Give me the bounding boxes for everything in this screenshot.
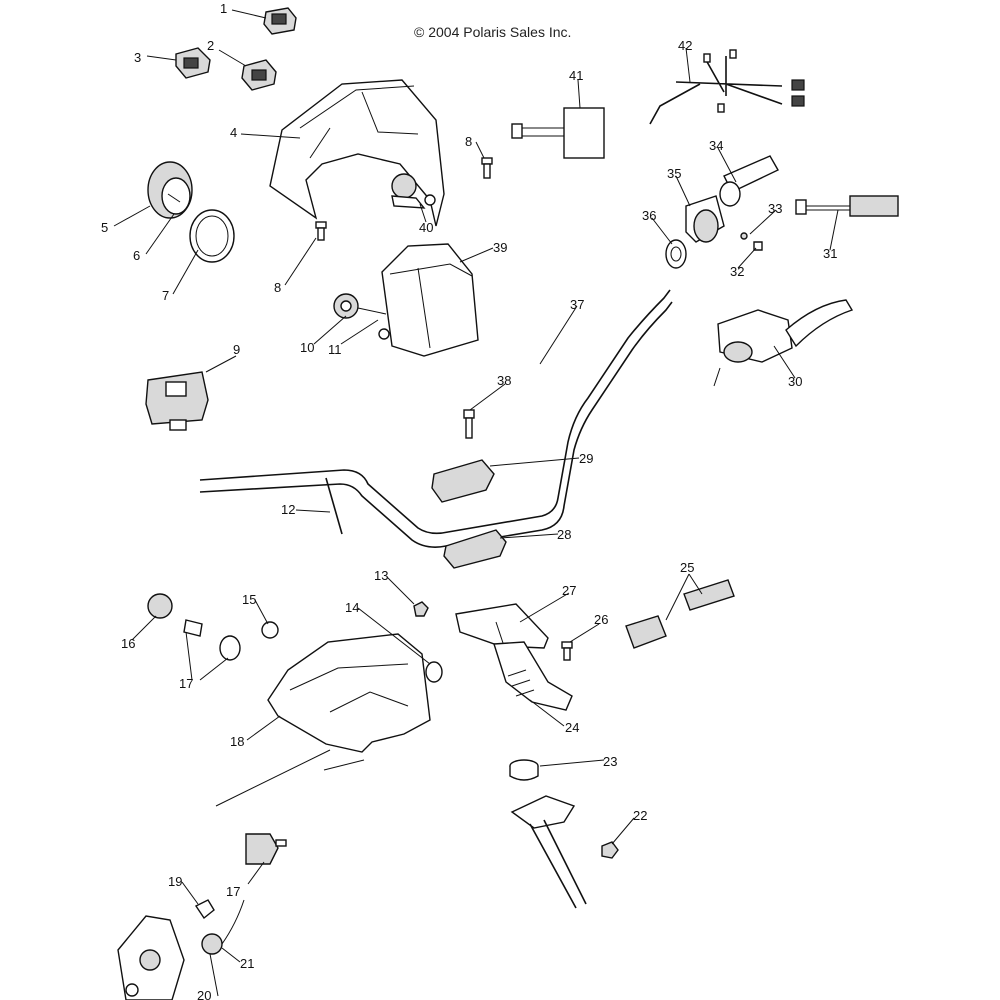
callout-38: 38 [497, 373, 511, 388]
washer-part-14 [425, 661, 443, 683]
bracket-part-27 [455, 603, 549, 649]
screw-part-33 [740, 232, 748, 240]
callout-23: 23 [603, 754, 617, 769]
bolt-part-19 [194, 899, 215, 920]
callout-3: 3 [134, 50, 141, 65]
callout-22: 22 [633, 808, 647, 823]
gauge-parts-5-6-7 [147, 161, 235, 263]
callout-8-lower: 8 [274, 280, 281, 295]
clamp-part-28 [443, 529, 507, 569]
callout-20: 20 [197, 988, 211, 1000]
callout-17-lower: 17 [226, 884, 240, 899]
callout-36: 36 [642, 208, 656, 223]
callout-29: 29 [579, 451, 593, 466]
callout-34: 34 [709, 138, 723, 153]
callout-40: 40 [419, 220, 433, 235]
callout-6: 6 [133, 248, 140, 263]
callout-21: 21 [240, 956, 254, 971]
callout-1: 1 [220, 1, 227, 16]
callout-35: 35 [667, 166, 681, 181]
callout-24: 24 [565, 720, 579, 735]
callout-9: 9 [233, 342, 240, 357]
cable-part-21 [201, 899, 245, 955]
callout-17-upper: 17 [179, 676, 193, 691]
switch-part-2 [241, 59, 277, 91]
callout-labels: 1 2 3 4 5 6 7 8 8 9 10 11 12 13 14 15 16… [101, 1, 837, 1000]
callout-18: 18 [230, 734, 244, 749]
callout-25: 25 [680, 560, 694, 575]
callout-7: 7 [162, 288, 169, 303]
nut-part-13 [413, 601, 429, 617]
switch-housing-part-9 [145, 371, 209, 431]
small-parts-15-16-17 [147, 593, 279, 661]
bushing-part-23 [509, 759, 539, 781]
callout-42: 42 [678, 38, 692, 53]
lower-cover-part-18 [267, 633, 431, 771]
bolt-part-8-upper [481, 157, 493, 179]
callout-5: 5 [101, 220, 108, 235]
bracket-part-40 [391, 173, 436, 209]
grip-parts-25 [625, 579, 735, 649]
callout-10: 10 [300, 340, 314, 355]
bolt-part-8-lower [315, 221, 327, 241]
callout-33: 33 [768, 201, 782, 216]
headlight-part-39 [381, 243, 479, 357]
callout-31: 31 [823, 246, 837, 261]
rod-part-12 [325, 477, 343, 535]
switch-part-1 [263, 7, 297, 35]
callout-28: 28 [557, 527, 571, 542]
callout-2: 2 [207, 38, 214, 53]
callout-11: 11 [328, 342, 342, 357]
callout-15: 15 [242, 592, 256, 607]
leader-lines [113, 9, 839, 997]
switch-part-17-lower [245, 833, 287, 865]
callout-30: 30 [788, 374, 802, 389]
nut-part-22 [601, 841, 619, 859]
caliper-part-20 [117, 915, 185, 1000]
bolt-part-26 [561, 641, 573, 661]
callout-13: 13 [374, 568, 388, 583]
clamp-part-29 [431, 459, 495, 503]
heater-element-part-31 [795, 195, 899, 217]
callout-19: 19 [168, 874, 182, 889]
wiring-connector-part-41 [511, 107, 605, 159]
master-cylinder-part-30 [713, 299, 854, 387]
callout-27: 27 [562, 583, 576, 598]
bolt-part-38 [463, 409, 475, 439]
wiring-harness-part-42 [649, 49, 805, 125]
copyright-notice: © 2004 Polaris Sales Inc. [414, 24, 572, 40]
callout-8-upper: 8 [465, 134, 472, 149]
callout-37: 37 [570, 297, 584, 312]
steering-post-part-24 [493, 641, 573, 711]
callout-4: 4 [230, 125, 237, 140]
callout-12: 12 [281, 502, 295, 517]
callout-39: 39 [493, 240, 507, 255]
grip-part-34 [719, 155, 779, 207]
callout-26: 26 [594, 612, 608, 627]
callout-32: 32 [730, 264, 744, 279]
callout-16: 16 [121, 636, 135, 651]
throttle-housing-part-35 [685, 195, 725, 243]
switch-part-3 [175, 47, 211, 79]
steering-column [510, 795, 587, 909]
callout-41: 41 [569, 68, 583, 83]
callout-14: 14 [345, 600, 359, 615]
washer-part-36 [665, 239, 687, 269]
adjuster-parts-10-11 [333, 293, 390, 340]
handlebar-part-37 [199, 289, 673, 548]
